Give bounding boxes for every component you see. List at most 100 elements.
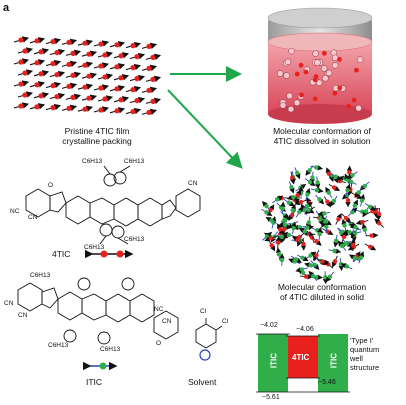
solid-caption-line1: Molecular conformation — [277, 282, 367, 292]
level-bottom-left: −5.61 — [262, 394, 280, 401]
cloud-core — [306, 207, 311, 212]
lattice-core — [102, 74, 108, 80]
lattice-core — [66, 61, 72, 67]
lattice-core — [34, 60, 40, 66]
lattice-core — [66, 39, 72, 46]
cloud-core — [345, 188, 350, 193]
cloud-core — [307, 179, 313, 185]
lattice-core — [82, 106, 88, 112]
cloud-core — [353, 224, 358, 230]
level-top-left: −4.02 — [260, 322, 278, 329]
cloud-core — [350, 242, 356, 248]
cloud-core — [290, 208, 295, 213]
cloud-core — [314, 239, 319, 244]
arrow-to-solid — [167, 89, 243, 169]
solvent-bubble — [331, 62, 339, 69]
cloud-core — [326, 190, 332, 195]
cloud-core — [297, 209, 302, 215]
lattice-core — [98, 85, 104, 91]
cloud-core — [300, 255, 305, 261]
lattice-core — [98, 63, 104, 69]
solute-molecule — [346, 103, 352, 109]
solvent-cl-top: Cl — [200, 308, 207, 315]
cloud-core — [264, 203, 269, 209]
solute-molecule — [312, 96, 318, 102]
cloud-core — [264, 234, 270, 239]
cloud-core — [290, 175, 295, 180]
cloud-core — [360, 219, 365, 225]
cloud-core — [292, 259, 297, 264]
cloud-core — [314, 253, 319, 258]
lattice-core — [50, 105, 56, 111]
lattice-core — [18, 59, 24, 65]
cloud-core — [302, 229, 308, 234]
solvent-bubble — [287, 105, 295, 113]
film-caption-line2: crystalline packing — [62, 136, 132, 146]
solid-caption: Molecular conformation of 4TIC diluted i… — [252, 282, 392, 302]
cloud-core — [291, 195, 296, 200]
cloud-core — [333, 238, 339, 243]
cloud-core — [332, 259, 338, 264]
solute-molecule — [332, 90, 338, 96]
cloud-core — [350, 172, 355, 178]
cloud-core — [315, 180, 320, 185]
cloud-core — [264, 210, 269, 215]
cloud-core — [377, 221, 382, 226]
lattice-core — [146, 109, 152, 115]
note-line1: 'Type I' — [350, 336, 374, 345]
cloud-core — [279, 234, 284, 239]
cloud-core — [315, 228, 320, 233]
cloud-core — [333, 174, 338, 179]
diluted-solid-cloud — [261, 165, 384, 285]
cloud-core — [369, 233, 374, 238]
cloud-core — [323, 219, 329, 224]
cloud-core — [342, 223, 347, 228]
cloud-core — [323, 275, 328, 280]
cloud-core — [280, 206, 285, 211]
4tic-structure — [25, 165, 201, 245]
4tic-nc-left: NC — [10, 208, 20, 215]
lattice-core — [134, 76, 140, 82]
solution-caption-line2: 4TIC dissolved in solution — [273, 136, 371, 146]
cloud-core — [340, 229, 346, 234]
lattice-core — [118, 53, 124, 59]
cloud-core — [276, 240, 281, 245]
level-top-center: −4.06 — [296, 326, 314, 333]
solid-caption-line2: of 4TIC diluted in solid — [279, 292, 365, 302]
cloud-core — [269, 218, 274, 223]
lattice-core — [18, 103, 24, 109]
panel-label: a — [3, 2, 10, 14]
4tic-symbol — [85, 249, 134, 259]
cloud-core — [327, 274, 333, 279]
cloud-core — [356, 190, 361, 195]
4tic-alkyl-top-left: C6H13 — [82, 158, 103, 165]
cloud-core — [317, 231, 322, 237]
cloud-core — [300, 270, 306, 276]
level-bottom-center: −5.46 — [318, 379, 336, 386]
4tic-alkyl-bottom-right: C6H13 — [124, 236, 145, 243]
lattice-core — [146, 43, 152, 50]
cloud-core — [322, 211, 327, 216]
crystalline-packing-lattice — [13, 36, 162, 116]
solute-molecule — [298, 62, 304, 68]
solvent-symbol — [199, 349, 211, 361]
solute-molecule — [351, 97, 357, 103]
itic-name: ITIC — [86, 377, 103, 387]
cloud-core — [275, 197, 280, 202]
lattice-core — [54, 72, 60, 78]
cloud-core — [343, 215, 349, 221]
cloud-core — [276, 251, 282, 257]
cloud-core — [286, 232, 292, 238]
lattice-core — [130, 65, 136, 71]
cloud-core — [282, 227, 287, 232]
itic-nc-right: NC — [154, 306, 164, 313]
solute-molecule — [294, 71, 300, 77]
lattice-core — [86, 95, 92, 101]
film-caption: Pristine 4TIC film crystalline packing — [22, 126, 172, 146]
lattice-core — [146, 65, 152, 71]
lattice-core — [86, 51, 92, 57]
lattice-core — [146, 87, 152, 93]
lattice-core — [50, 61, 56, 67]
lattice-core — [50, 39, 56, 45]
